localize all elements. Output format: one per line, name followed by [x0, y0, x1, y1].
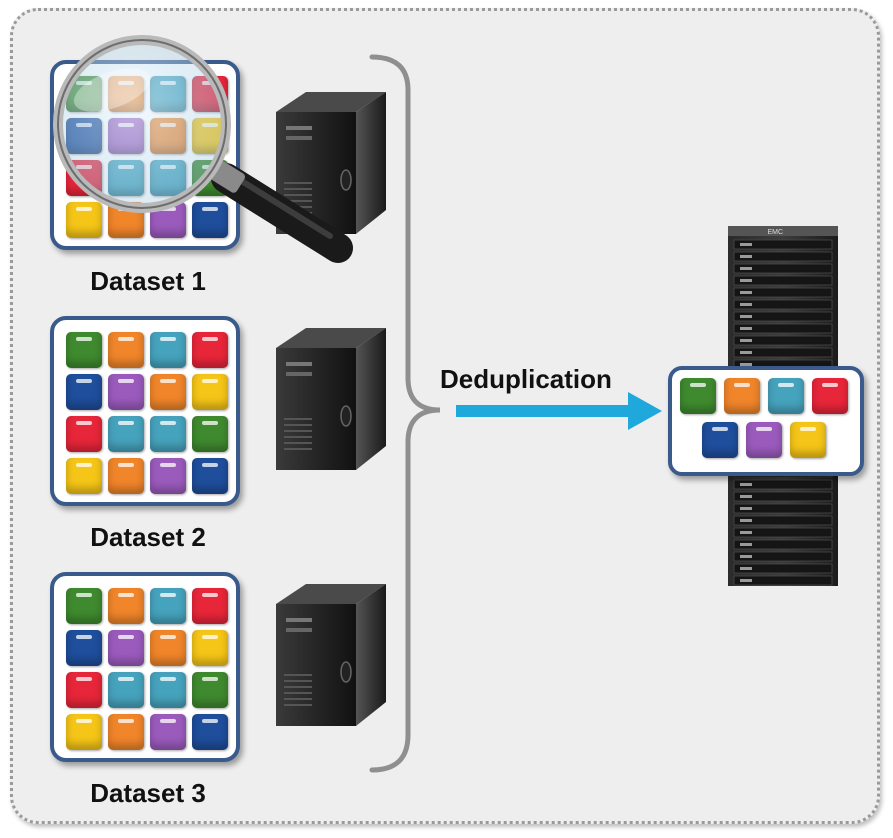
- rack-unit: [733, 251, 833, 262]
- rack-unit: [733, 563, 833, 574]
- rack-unit-handle: [740, 483, 752, 486]
- rack-unit: [733, 263, 833, 274]
- red-data-block: [66, 672, 102, 708]
- teal-data-block: [150, 672, 186, 708]
- rack-unit-handle: [740, 363, 752, 366]
- green-data-block: [192, 672, 228, 708]
- green-unique-block: [680, 378, 716, 414]
- orange-data-block: [108, 714, 144, 750]
- rack-unit: [733, 239, 833, 250]
- yellow-data-block: [66, 202, 102, 238]
- rack-unit: [733, 515, 833, 526]
- rack-unit-handle: [740, 279, 752, 282]
- rack-unit-handle: [740, 255, 752, 258]
- purple-data-block: [108, 630, 144, 666]
- rack-unit-handle: [740, 303, 752, 306]
- yellow-data-block: [66, 458, 102, 494]
- rack-unit: [733, 287, 833, 298]
- svg-text:EMC: EMC: [767, 229, 783, 236]
- yellow-data-block: [192, 630, 228, 666]
- red-data-block: [192, 588, 228, 624]
- rack-unit: [733, 275, 833, 286]
- red-data-block: [192, 332, 228, 368]
- rack-unit-handle: [740, 315, 752, 318]
- dataset-3-card: [50, 572, 240, 762]
- blue-data-block: [192, 714, 228, 750]
- blue-data-block: [66, 374, 102, 410]
- rack-unit: [733, 335, 833, 346]
- teal-data-block: [108, 672, 144, 708]
- green-data-block: [192, 416, 228, 452]
- rack-unit: [733, 491, 833, 502]
- teal-data-block: [150, 416, 186, 452]
- grouping-brace: [369, 54, 441, 773]
- rack-unit: [733, 299, 833, 310]
- rack-unit: [733, 311, 833, 322]
- rack-unit: [733, 479, 833, 490]
- purple-data-block: [150, 458, 186, 494]
- orange-data-block: [108, 588, 144, 624]
- rack-unit-handle: [740, 243, 752, 246]
- teal-data-block: [108, 416, 144, 452]
- rack-unit: [733, 323, 833, 334]
- rack-unit-handle: [740, 567, 752, 570]
- purple-unique-block: [746, 422, 782, 458]
- orange-data-block: [108, 332, 144, 368]
- rack-unit-handle: [740, 579, 752, 582]
- teal-data-block: [150, 332, 186, 368]
- rack-unit: [733, 539, 833, 550]
- orange-data-block: [108, 458, 144, 494]
- deduplication-arrow: [456, 392, 662, 430]
- dataset-2-card: [50, 316, 240, 506]
- green-data-block: [66, 332, 102, 368]
- purple-data-block: [150, 714, 186, 750]
- green-data-block: [66, 588, 102, 624]
- rack-unit: [733, 527, 833, 538]
- red-unique-block: [812, 378, 848, 414]
- blue-data-block: [192, 202, 228, 238]
- rack-unit-handle: [740, 351, 752, 354]
- orange-data-block: [150, 374, 186, 410]
- yellow-data-block: [66, 714, 102, 750]
- orange-unique-block: [724, 378, 760, 414]
- orange-data-block: [150, 630, 186, 666]
- rack-unit-handle: [740, 327, 752, 330]
- blue-data-block: [66, 630, 102, 666]
- blue-data-block: [192, 458, 228, 494]
- magnifying-glass-icon: [53, 35, 353, 263]
- rack-unit: [733, 575, 833, 586]
- rack-unit: [733, 347, 833, 358]
- rack-unit-handle: [740, 531, 752, 534]
- purple-data-block: [108, 374, 144, 410]
- deduplication-label: Deduplication: [440, 364, 612, 394]
- rack-unit-handle: [740, 495, 752, 498]
- blue-unique-block: [702, 422, 738, 458]
- dataset-1-label: Dataset 1: [90, 266, 206, 296]
- red-data-block: [66, 416, 102, 452]
- rack-unit: [733, 551, 833, 562]
- dataset-2-label: Dataset 2: [90, 522, 206, 552]
- rack-unit-handle: [740, 555, 752, 558]
- yellow-data-block: [192, 374, 228, 410]
- rack-unit-handle: [740, 519, 752, 522]
- dataset-3-label: Dataset 3: [90, 778, 206, 808]
- rack-unit-handle: [740, 339, 752, 342]
- teal-unique-block: [768, 378, 804, 414]
- teal-data-block: [150, 588, 186, 624]
- deduplicated-dataset-card: [668, 366, 864, 476]
- yellow-unique-block: [790, 422, 826, 458]
- rack-unit-handle: [740, 267, 752, 270]
- server-3-icon: [276, 584, 386, 726]
- server-2-icon: [276, 328, 386, 470]
- rack-unit-handle: [740, 291, 752, 294]
- rack-unit-handle: [740, 507, 752, 510]
- rack-unit: [733, 503, 833, 514]
- rack-unit-handle: [740, 543, 752, 546]
